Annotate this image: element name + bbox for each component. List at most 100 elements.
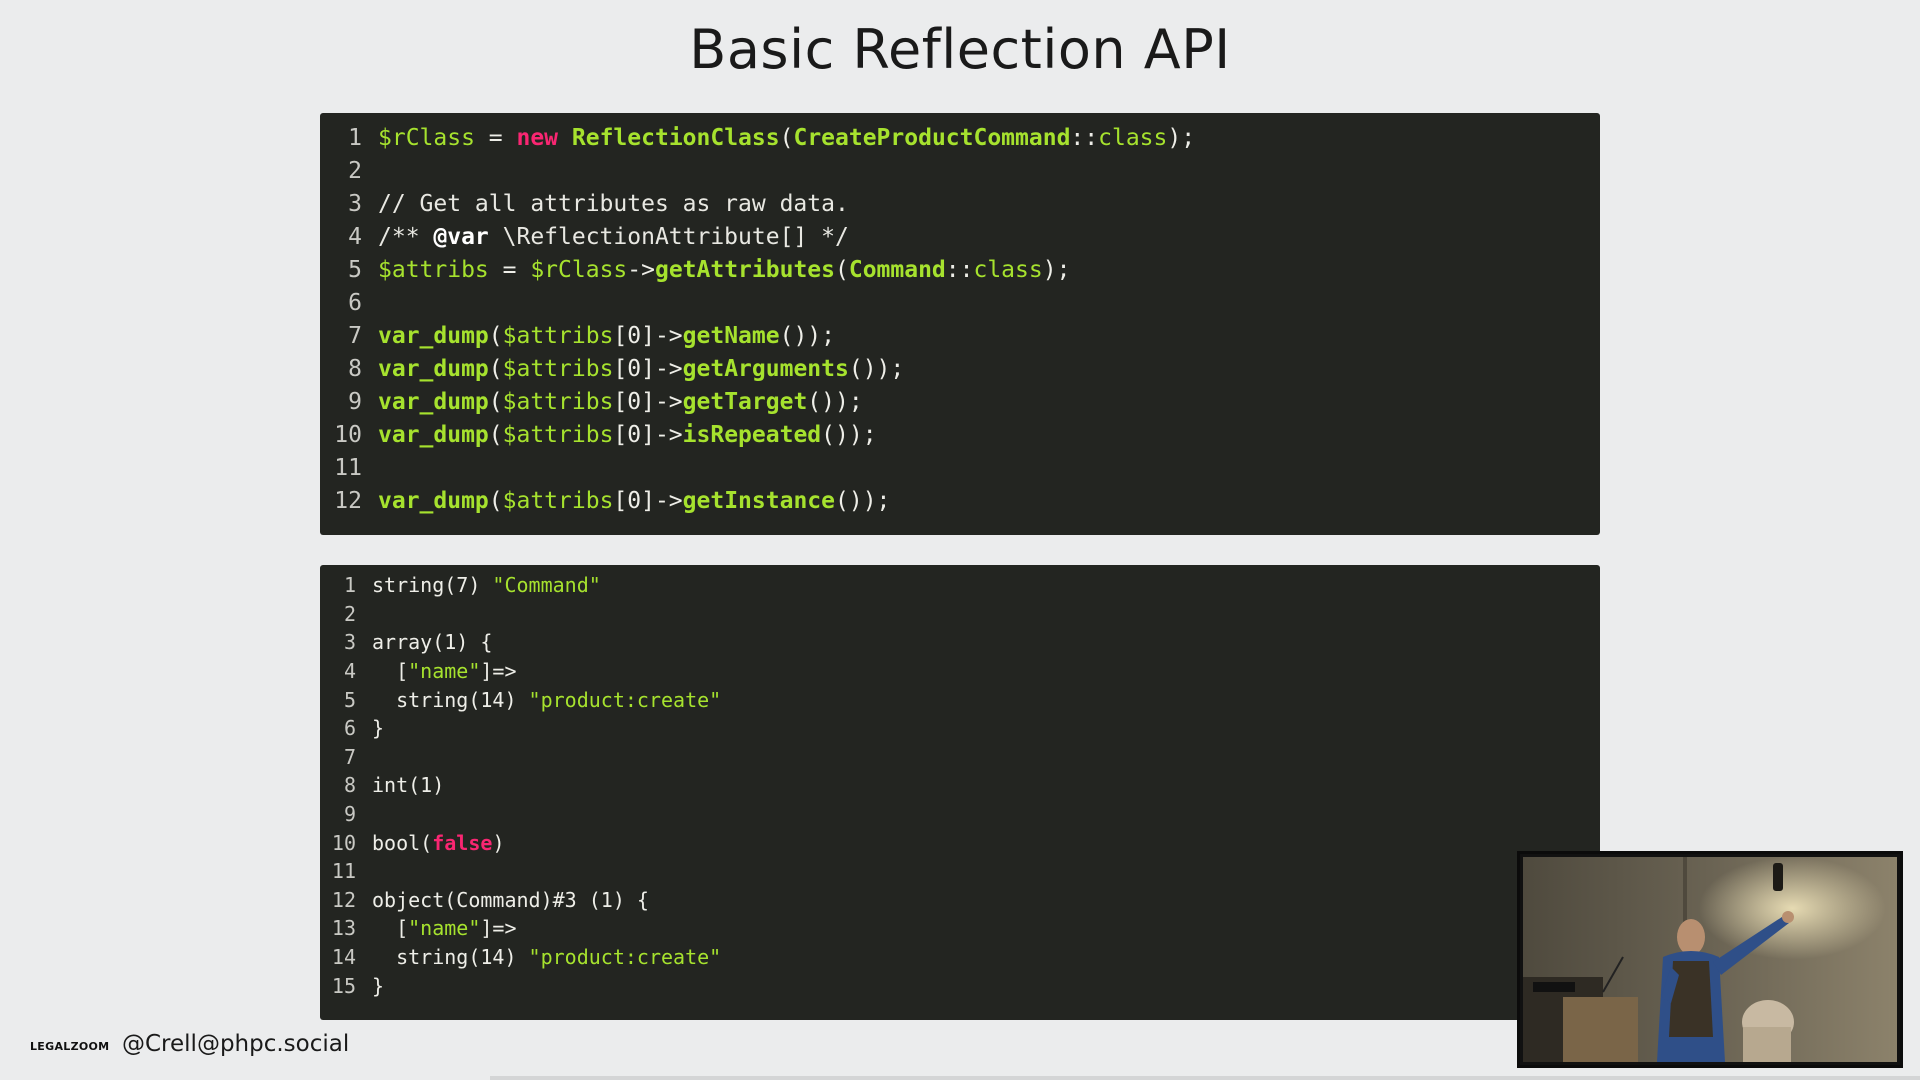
code-token: /** [378,223,434,250]
code-text: $rClass = new ReflectionClass(CreateProd… [378,125,1195,151]
line-number: 14 [331,945,356,970]
code-line: 14 string(14) "product:create" [320,943,1600,972]
code-token: } [372,973,385,998]
line-number: 13 [331,916,356,941]
line-number: 7 [348,322,362,349]
code-token: getInstance [682,487,835,514]
code-line: 6} [320,714,1600,743]
code-token: new [516,124,559,151]
code-line: 15} [320,971,1600,1000]
code-token: var_dump [378,487,489,514]
code-token: [ [372,916,409,941]
code-token: "product:create" [528,687,722,712]
code-token [558,125,572,151]
code-token: ( [488,322,503,349]
code-token: class [1098,124,1168,151]
line-number: 7 [343,744,356,769]
code-line: 7 [320,743,1600,772]
code-token: var_dump [378,355,489,382]
code-line: 13 ["name"]=> [320,914,1600,943]
code-text: var_dump($attribs[0]->getInstance()); [378,488,890,514]
code-line: 2 [320,154,1600,187]
line-number: 12 [334,487,362,514]
code-token: $attribs [502,355,614,382]
code-text: // Get all attributes as raw data. [378,191,849,217]
line-number: 9 [348,388,362,415]
code-line: 1$rClass = new ReflectionClass(CreatePro… [320,121,1600,154]
code-token: [0]-> [613,355,683,382]
code-token: string(7) [372,573,493,598]
code-text: } [372,716,384,740]
code-text: ["name"]=> [372,659,517,684]
code-token: "name" [408,659,481,684]
code-token: ( [779,124,794,151]
code-text: /** @var \ReflectionAttribute[] */ [378,224,849,250]
code-token: "Command" [492,573,601,598]
code-text: var_dump($attribs[0]->getTarget()); [378,389,863,415]
line-number: 1 [343,573,356,598]
legalzoom-logo: LEGALZOOM [30,1040,110,1053]
code-line: 9 [320,800,1600,829]
line-number: 8 [343,773,356,798]
code-token: $attribs [502,322,614,349]
code-token: "name" [408,916,481,941]
code-line: 8 int(1) [320,771,1600,800]
line-number: 10 [331,830,356,855]
code-token: ( [488,487,503,514]
speaker-video [1517,851,1903,1068]
code-token: ]=> [480,659,517,684]
code-line: 1 string(7) "Command" [320,571,1600,600]
code-text: } [372,974,384,998]
code-line: 3 // Get all attributes as raw data. [320,187,1600,220]
code-token: isRepeated [682,421,822,448]
line-number: 3 [348,190,362,217]
code-token: CreateProductCommand [793,124,1071,151]
code-text: $attribs = $rClass->getAttributes(Comman… [378,257,1070,283]
code-token: [0]-> [613,388,683,415]
code-token: ); [1042,256,1071,283]
speaker-handle: @Crell@phpc.social [122,1031,350,1057]
code-line: 12 object(Command)#3 (1) { [320,886,1600,915]
line-number: 8 [348,355,362,382]
speaker-video-image [1523,857,1897,1062]
code-token: ()); [848,355,905,382]
line-number: 10 [334,421,362,448]
code-text: string(7) "Command" [372,573,601,597]
code-token: ()); [807,388,863,415]
line-number: 15 [331,973,356,998]
line-number: 5 [343,687,356,712]
video-frame [1523,857,1897,1062]
slide-title: Basic Reflection API [689,18,1231,81]
code-token: var_dump [378,322,489,349]
code-token: array(1) { [372,630,493,655]
code-token: ()); [821,421,877,448]
line-number: 11 [334,454,362,481]
code-line: 11 [320,857,1600,886]
code-token: ); [1167,124,1196,151]
line-number: 4 [343,659,356,684]
code-text: int(1) [372,773,444,797]
code-line: 2 [320,600,1600,629]
code-line: 4 ["name"]=> [320,657,1600,686]
line-number: 2 [348,157,362,184]
code-token: ]=> [480,916,517,941]
code-text: array(1) { [372,630,492,654]
code-line: 6 [320,286,1600,319]
code-text: object(Command)#3 (1) { [372,888,649,912]
code-line: 4/** @var \ReflectionAttribute[] */ [320,220,1600,253]
line-number: 6 [343,716,356,741]
code-token: "product:create" [528,945,722,970]
code-token: ( [488,355,503,382]
code-token: ( [488,388,503,415]
code-token: var_dump [378,421,489,448]
code-text: var_dump($attribs[0]->getArguments()); [378,356,904,382]
code-token: ( [488,421,503,448]
playback-progress-bar[interactable] [490,1076,1920,1080]
line-number: 12 [331,887,356,912]
code-line: 11 [320,451,1600,484]
